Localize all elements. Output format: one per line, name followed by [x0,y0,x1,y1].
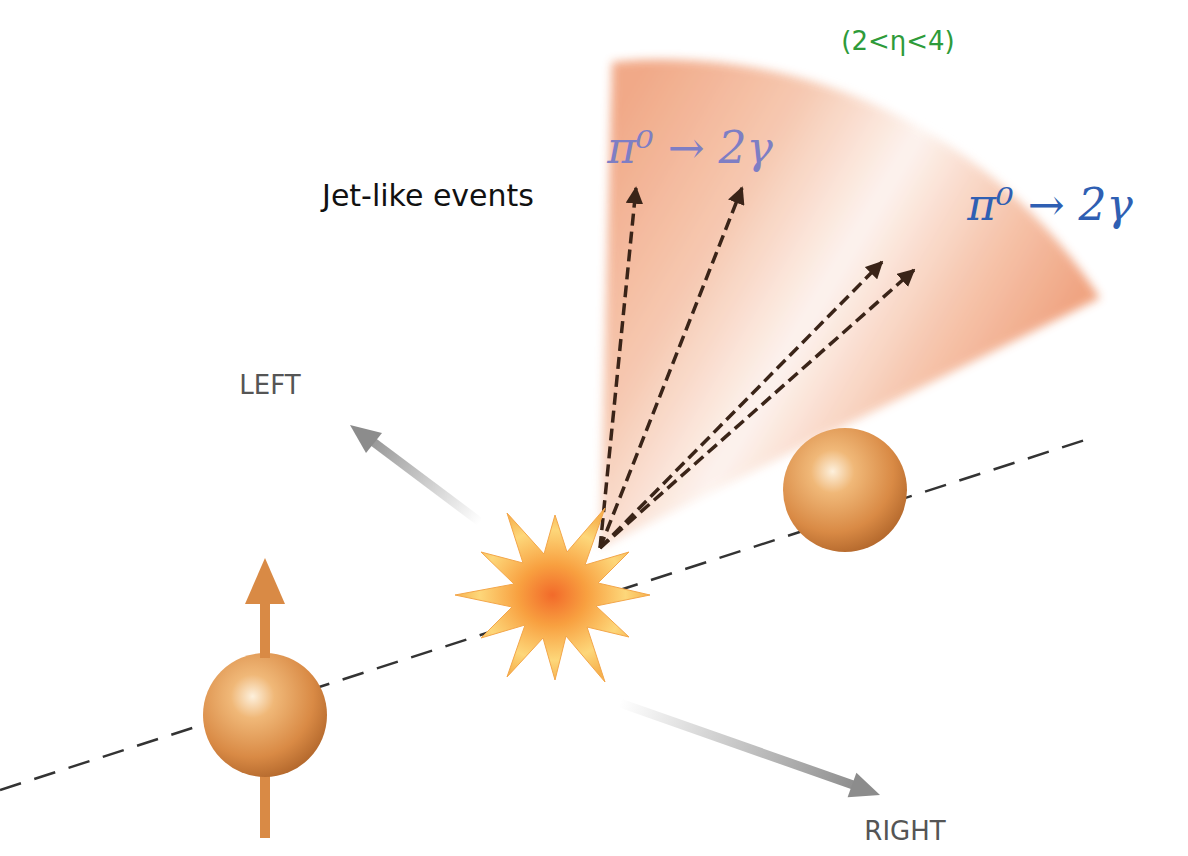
spin-arrow-head [245,558,285,604]
photon-arrow [600,188,636,548]
photon-arrow [600,188,742,548]
polarized-proton [203,558,327,838]
direction-label: RIGHT [864,817,945,847]
collision-burst [455,508,650,682]
left-arrow-shaft [368,438,480,522]
target-proton [783,428,907,552]
proton-sphere [203,653,327,777]
decay-label: π⁰ → 2γ [967,180,1133,231]
direction-label: LEFT [239,371,300,401]
left-arrow-head [350,425,382,453]
right-arrow-shaft [620,703,856,786]
range-label: (2<η<4) [841,27,954,57]
right-arrow [620,703,880,797]
decay-label: π⁰ → 2γ [607,123,773,174]
jet-label: Jet-like events [322,179,534,214]
beam-axis [0,440,1085,790]
right-arrow-head [848,773,880,797]
left-arrow [350,425,480,522]
spin-arrow-shaft [260,598,270,658]
